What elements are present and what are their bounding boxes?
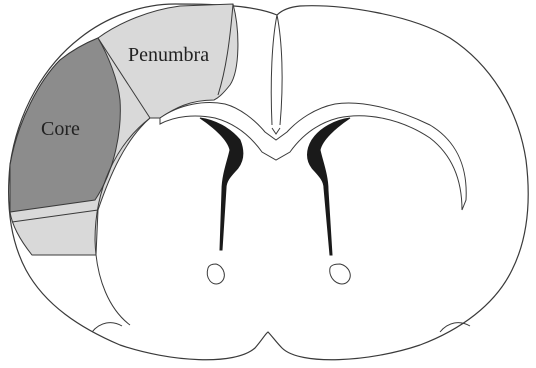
- penumbra-label: Penumbra: [128, 45, 209, 65]
- core-label: Core: [41, 119, 80, 139]
